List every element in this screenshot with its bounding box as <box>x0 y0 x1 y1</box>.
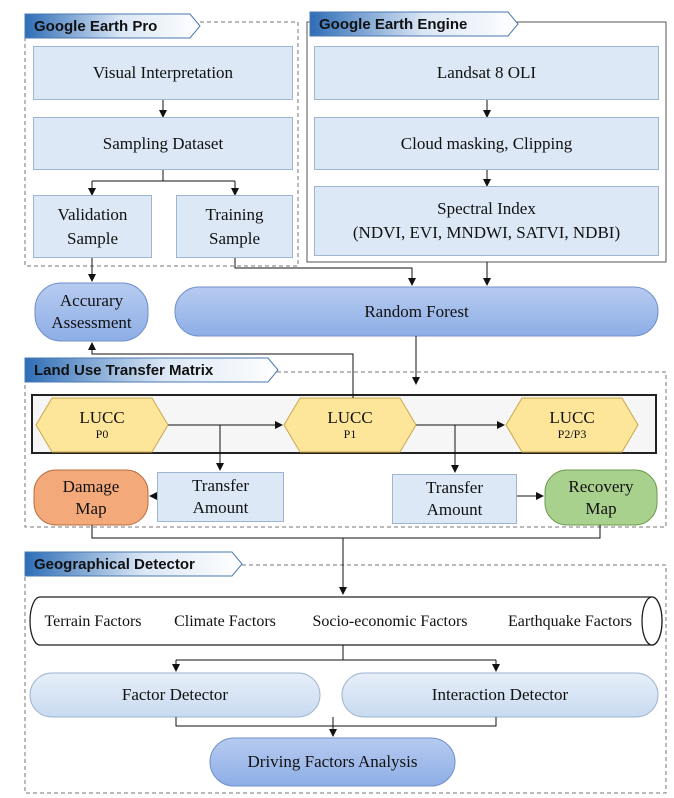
frame-lutm <box>24 371 667 528</box>
sampling-dataset-box: Sampling Dataset <box>33 117 293 170</box>
tab-lutm <box>24 357 279 383</box>
pill-interaction-detector <box>341 672 659 718</box>
factor-socioeconomic: Socio-economic Factors <box>312 613 468 630</box>
factor-detector: Factor Detector <box>121 685 229 704</box>
lucc-p23-label: LUCC <box>549 408 595 427</box>
factor-terrain: Terrain Factors <box>44 613 142 630</box>
tab-gd <box>24 551 243 577</box>
section-title-gd: Geographical Detector <box>34 555 195 573</box>
visual-interpretation-box: Visual Interpretation <box>33 46 293 100</box>
lucc-p1-sub: P1 <box>343 427 357 441</box>
transfer-right-line1: Transfer <box>426 478 483 497</box>
spectral-index-box: Spectral Index (NDVI, EVI, MNDWI, SATVI,… <box>314 186 659 256</box>
lucc-p0-label: LUCC <box>79 408 125 427</box>
interaction-detector: Interaction Detector <box>431 685 569 704</box>
accuracy-line1: Accurary <box>59 291 124 310</box>
recovery-line1: Recovery <box>568 476 634 496</box>
lucc-p1-shape <box>283 397 417 453</box>
title-tabs <box>24 11 519 577</box>
transfer-amount-right: Transfer Amount <box>392 474 517 524</box>
pill-factor-detector <box>29 672 321 718</box>
damage-map-shape <box>33 469 149 526</box>
transfer-left-line1: Transfer <box>192 476 249 495</box>
lucc-p1-label: LUCC <box>327 408 373 427</box>
pill-driving <box>209 737 456 787</box>
lucc-p0-sub: P0 <box>95 427 109 441</box>
recovery-line2: Map <box>585 498 617 518</box>
lucc-p23-sub: P2/P3 <box>557 427 587 441</box>
validation-sample-box: Validation Sample <box>33 195 152 258</box>
recovery-map: Recovery Map <box>545 470 657 525</box>
validation-line2: Sample <box>67 228 118 248</box>
factors-cylinder-end <box>641 596 663 646</box>
pill-accuracy <box>34 282 149 342</box>
driving-factors-analysis: Driving Factors Analysis <box>247 752 418 771</box>
section-title-gee: Google Earth Engine <box>319 15 468 33</box>
lucc-p0: LUCC P0 <box>36 398 168 452</box>
training-sample-box: Training Sample <box>176 195 293 258</box>
tab-gep <box>24 13 201 39</box>
accuracy-assessment: Accurary Assessment <box>35 283 148 341</box>
section-title-lutm: Land Use Transfer Matrix <box>34 361 214 379</box>
frame-gd <box>24 564 667 794</box>
damage-map: Damage Map <box>34 470 148 525</box>
accuracy-line2: Assessment <box>51 313 132 332</box>
transfer-left-line2: Amount <box>192 498 249 517</box>
lucc-p23-shape <box>505 397 639 453</box>
recovery-map-shape <box>544 469 658 526</box>
training-line1: Training <box>205 204 264 224</box>
damage-line1: Damage <box>62 476 120 496</box>
section-title-gep: Google Earth Pro <box>34 17 158 35</box>
lucc-p23: LUCC P2/P3 <box>506 398 638 452</box>
factor-earthquake: Earthquake Factors <box>508 613 632 630</box>
spectral-line2: (NDVI, EVI, MNDWI, SATVI, NDBI) <box>352 223 621 242</box>
transfer-amount-left: Transfer Amount <box>157 472 284 522</box>
training-line2: Sample <box>209 228 260 248</box>
tab-gee <box>309 11 519 37</box>
damage-line2: Map <box>75 498 107 518</box>
landsat-box: Landsat 8 OLI <box>314 46 659 100</box>
random-forest: Random Forest <box>364 301 469 321</box>
validation-line1: Validation <box>57 204 128 224</box>
spectral-line1: Spectral Index <box>437 199 536 218</box>
transfer-right-line2: Amount <box>426 500 483 519</box>
connectors <box>88 100 601 737</box>
lucc-p0-shape <box>35 397 169 453</box>
factor-climate: Climate Factors <box>174 613 276 630</box>
cloud-masking-box: Cloud masking, Clipping <box>314 117 659 170</box>
lucc-p1: LUCC P1 <box>284 398 416 452</box>
